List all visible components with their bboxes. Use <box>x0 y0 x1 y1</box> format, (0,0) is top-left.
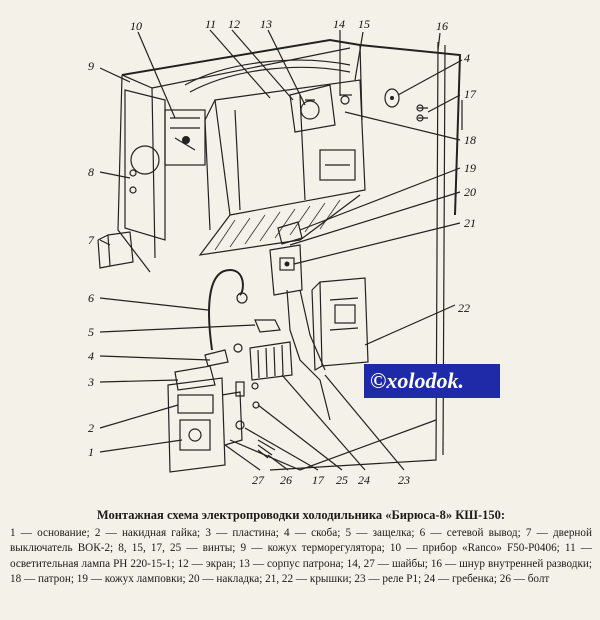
thermostat-housing <box>124 89 206 241</box>
callout-27: 27 <box>252 473 265 487</box>
callout-15: 15 <box>358 17 370 31</box>
small-parts-lower <box>235 381 276 459</box>
callout-4-top: 4 <box>464 51 470 65</box>
callout-10: 10 <box>130 19 142 33</box>
callout-12: 12 <box>228 17 240 31</box>
door-switch <box>97 231 134 269</box>
watermark: ©xolodok. <box>364 364 500 398</box>
wiring <box>229 289 437 471</box>
callout-23: 23 <box>398 473 410 487</box>
callout-20: 20 <box>464 185 476 199</box>
lamp-assembly <box>184 59 352 133</box>
callout-1: 1 <box>88 445 94 459</box>
network-cord <box>208 268 248 351</box>
callout-17-bottom: 17 <box>312 473 325 487</box>
callout-5: 5 <box>88 325 94 339</box>
base-assembly <box>167 365 243 473</box>
callout-25: 25 <box>336 473 348 487</box>
callout-26: 26 <box>280 473 292 487</box>
callout-18: 18 <box>464 133 476 147</box>
callout-17-top: 17 <box>464 87 477 101</box>
leader-lines <box>99 29 463 471</box>
interior-chamber <box>198 79 366 256</box>
callout-8: 8 <box>88 165 94 179</box>
watermark-text: ©xolodok. <box>370 368 464 393</box>
callout-14: 14 <box>333 17 345 31</box>
callout-19: 19 <box>464 161 476 175</box>
lamp-cover <box>269 221 303 296</box>
callout-16: 16 <box>436 19 448 33</box>
caption-title: Монтажная схема электропроводки холодиль… <box>96 508 506 522</box>
callout-4-left: 4 <box>88 349 94 363</box>
caption-body: 1 — основание; 2 — накидная гайка; 3 — п… <box>10 526 592 586</box>
comb <box>249 341 293 381</box>
relay-cover <box>311 277 369 372</box>
wiring-diagram: 10 9 11 12 13 14 15 16 4 17 18 19 20 21 … <box>87 17 500 487</box>
latch-bracket <box>204 319 281 367</box>
cabinet-frame <box>117 38 462 471</box>
callout-21: 21 <box>464 216 476 230</box>
caption: Монтажная схема электропроводки холодиль… <box>10 508 592 588</box>
callout-24: 24 <box>358 473 370 487</box>
callout-7: 7 <box>88 233 95 247</box>
callout-6: 6 <box>88 291 94 305</box>
screws-left <box>129 169 137 194</box>
callout-9: 9 <box>88 59 94 73</box>
callout-22: 22 <box>458 301 470 315</box>
callout-13: 13 <box>260 17 272 31</box>
callout-3: 3 <box>87 375 94 389</box>
callout-11: 11 <box>205 17 216 31</box>
callout-2: 2 <box>88 421 94 435</box>
screws-right <box>384 88 463 130</box>
